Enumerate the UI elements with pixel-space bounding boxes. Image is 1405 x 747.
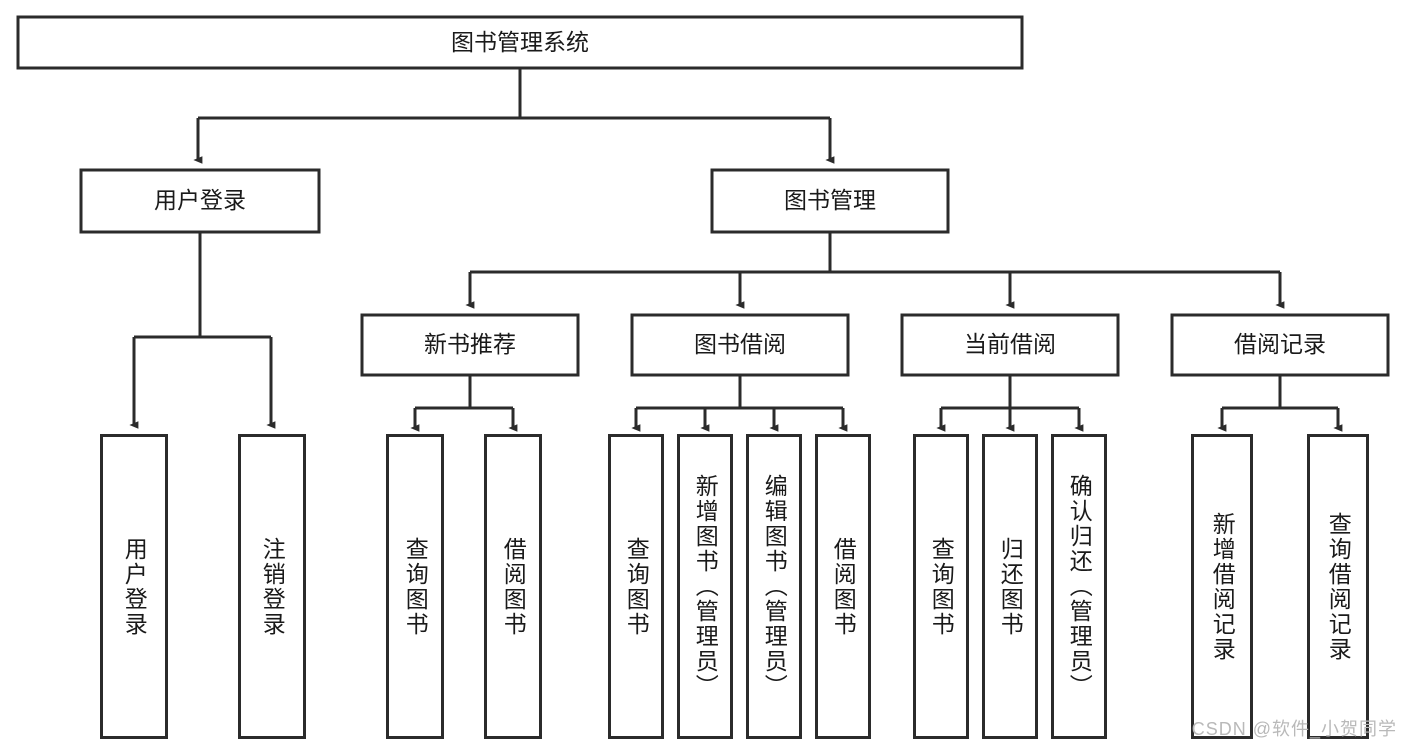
- leaf-label: 新增借阅记录: [1209, 511, 1236, 662]
- node-book-borrow-label: 图书借阅: [694, 331, 786, 357]
- node-root-box: [16, 15, 1024, 70]
- leaf-label: 新增图书（管理员）: [692, 474, 719, 699]
- node-root-label: 图书管理系统: [451, 29, 589, 55]
- leaf-label: 借阅图书: [500, 536, 527, 637]
- leaf-current-borrow-1: 查询图书: [913, 434, 969, 739]
- leaf-label: 确认归还（管理员）: [1066, 474, 1093, 699]
- leaf-label: 查询图书: [928, 536, 955, 637]
- node-new-book-label: 新书推荐: [424, 331, 516, 357]
- leaf-current-borrow-3: 确认归还（管理员）: [1051, 434, 1107, 739]
- leaf-borrow-records-1: 新增借阅记录: [1191, 434, 1253, 739]
- node-current-borrow-label: 当前借阅: [964, 331, 1056, 357]
- node-user-login-box: [79, 168, 321, 234]
- node-borrow-records-label: 借阅记录: [1234, 331, 1326, 357]
- leaf-book-borrow-3: 编辑图书（管理员）: [746, 434, 802, 739]
- leaf-new-book-1: 查询图书: [386, 434, 444, 739]
- leaf-book-borrow-1: 查询图书: [608, 434, 664, 739]
- leaf-current-borrow-2: 归还图书: [982, 434, 1038, 739]
- leaf-label: 归还图书: [997, 536, 1024, 637]
- leaf-label: 查询图书: [402, 536, 429, 637]
- leaf-label: 借阅图书: [830, 536, 857, 637]
- leaf-label: 查询借阅记录: [1325, 511, 1352, 662]
- node-book-manage-label: 图书管理: [784, 187, 876, 213]
- leaf-label: 编辑图书（管理员）: [761, 474, 788, 699]
- leaf-book-borrow-2: 新增图书（管理员）: [677, 434, 733, 739]
- leaf-label: 注销登录: [259, 536, 286, 637]
- node-borrow-records-box: [1170, 313, 1390, 377]
- leaf-label: 用户登录: [121, 536, 148, 637]
- leaf-new-book-2: 借阅图书: [484, 434, 542, 739]
- node-current-borrow-box: [900, 313, 1120, 377]
- leaf-user-login-2: 注销登录: [238, 434, 306, 739]
- node-new-book-box: [360, 313, 580, 377]
- leaf-user-login-1: 用户登录: [100, 434, 168, 739]
- leaf-label: 查询图书: [623, 536, 650, 637]
- leaf-book-borrow-4: 借阅图书: [815, 434, 871, 739]
- node-book-borrow-box: [630, 313, 850, 377]
- node-user-login-label: 用户登录: [154, 187, 246, 213]
- leaf-borrow-records-2: 查询借阅记录: [1307, 434, 1369, 739]
